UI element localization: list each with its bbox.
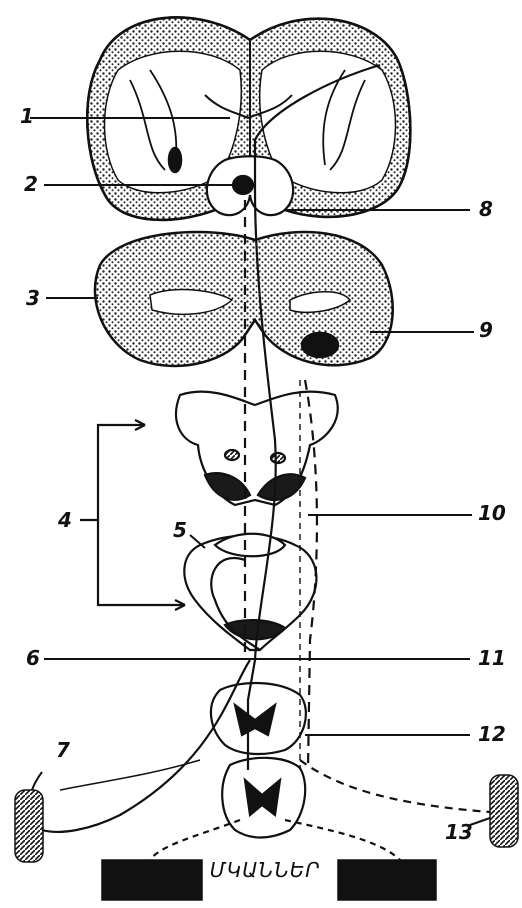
spinal-cord-lower bbox=[222, 758, 305, 838]
label-7: 7 bbox=[56, 740, 70, 760]
muscles-caption: ՄԿԱՆՆԵՐ bbox=[205, 858, 325, 882]
label-1: 1 bbox=[20, 106, 34, 126]
label-6: 6 bbox=[26, 648, 40, 668]
label-12: 12 bbox=[478, 724, 506, 744]
label-11: 11 bbox=[478, 648, 506, 668]
label-2: 2 bbox=[24, 174, 38, 194]
bracket-4 bbox=[80, 420, 185, 610]
cerebellum bbox=[95, 232, 393, 366]
label-10: 10 bbox=[478, 503, 506, 523]
spinal-cord-upper bbox=[211, 683, 306, 754]
label-4: 4 bbox=[58, 510, 72, 530]
label-3: 3 bbox=[26, 288, 40, 308]
label-8: 8 bbox=[479, 199, 493, 219]
label-9: 9 bbox=[479, 320, 493, 340]
label-5: 5 bbox=[173, 520, 187, 540]
medulla-section bbox=[184, 534, 316, 650]
label-13: 13 bbox=[445, 822, 473, 842]
